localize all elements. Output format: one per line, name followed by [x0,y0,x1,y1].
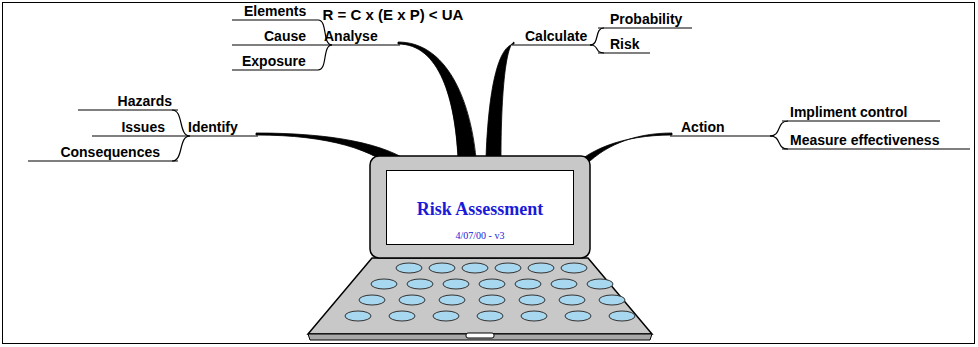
key [528,263,554,273]
key [396,263,422,273]
key [599,295,625,305]
main-branches [256,42,672,172]
key [559,295,585,305]
screen-date: 4/07/00 - v3 [456,230,505,242]
leaf-label: Risk [610,36,640,52]
branch-label: Calculate [525,28,587,44]
branch-label: Analyse [324,28,378,44]
leaf-label: Hazards [118,93,172,109]
leaf-label: Issues [121,119,165,135]
laptop [308,156,652,340]
key [407,279,433,289]
leaf-label: Cause [264,28,306,44]
key [439,295,465,305]
key [495,263,521,273]
leaf-label: Probability [610,11,682,27]
key [561,263,587,273]
branch-lines [28,20,970,161]
formula: R = C x (E x P) < UA [323,6,464,23]
branch-label: Identify [188,119,238,135]
key [443,279,469,289]
key [345,311,371,321]
key [521,311,547,321]
key [551,279,577,289]
key [519,295,545,305]
key [359,295,385,305]
key [565,311,591,321]
key [399,295,425,305]
leaf-label: Exposure [242,53,306,69]
key [479,279,505,289]
leaf-label: Impliment control [790,104,907,120]
leaf-label: Consequences [60,144,160,160]
screen-title: Risk Assessment [417,198,544,220]
leaf-label: Elements [244,3,306,19]
leaf-label: Measure effectiveness [790,132,939,148]
key [389,311,415,321]
key [462,263,488,273]
branch-label: Action [681,119,725,135]
key [479,295,505,305]
laptop-screen: Risk Assessment 4/07/00 - v3 [386,170,574,245]
key [587,279,613,289]
key [609,311,635,321]
key [433,311,459,321]
frame [3,3,975,344]
key [371,279,397,289]
key [477,311,503,321]
key [515,279,541,289]
key [429,263,455,273]
